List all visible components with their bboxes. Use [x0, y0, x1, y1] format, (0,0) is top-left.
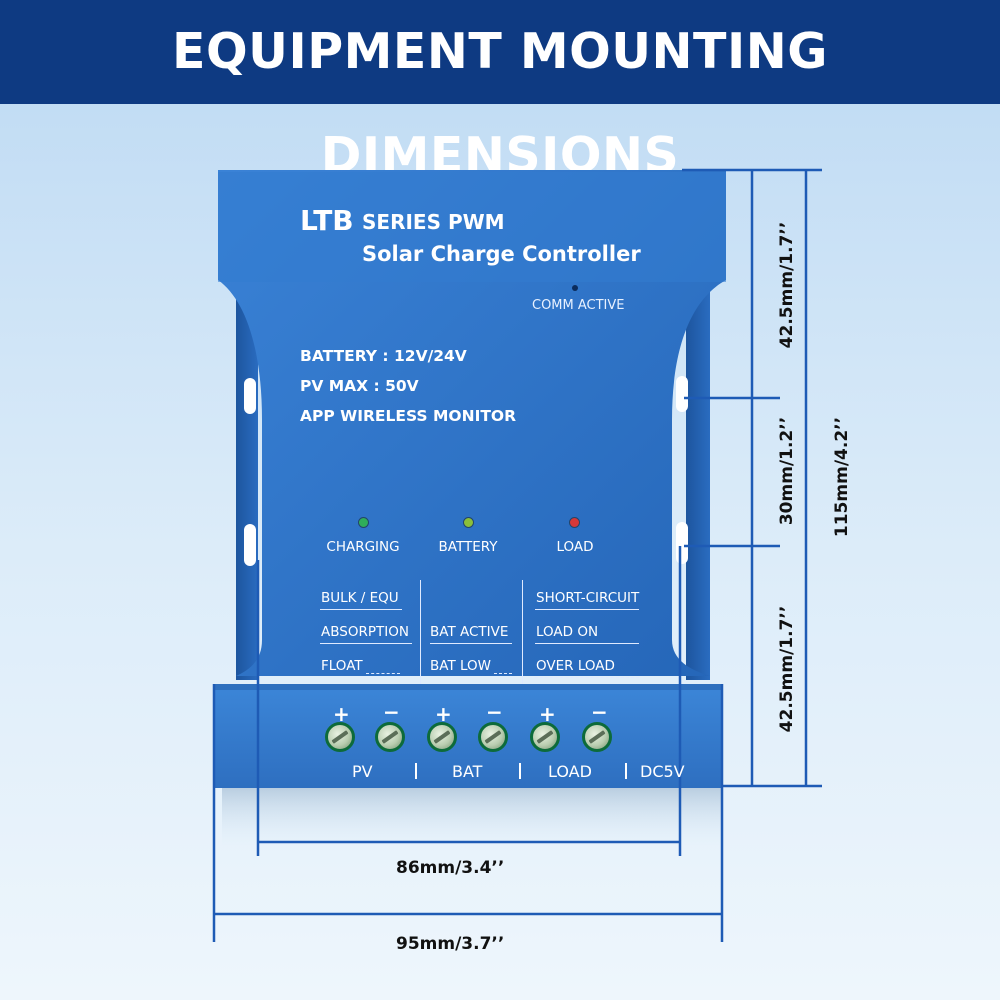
- title-banner: [0, 0, 1000, 104]
- slot-right-lower: [676, 522, 688, 564]
- status-bat-active: BAT ACTIVE: [430, 624, 509, 640]
- base-top-edge: [214, 684, 722, 690]
- dimension-width-inner: 86mm/3.4’’: [396, 858, 505, 878]
- terminal-sign-pv-minus: −: [383, 700, 400, 724]
- terminal-sign-bat-minus: −: [486, 700, 503, 724]
- status-over-load: OVER LOAD: [536, 658, 615, 674]
- status-divider-right: [522, 580, 523, 684]
- device-base: [214, 684, 722, 788]
- status-underline: [320, 643, 412, 644]
- indicator-label-charging: CHARGING: [326, 539, 400, 555]
- comm-dot: [572, 285, 578, 291]
- terminal-screw-load-minus: [582, 722, 612, 752]
- spec-pv-max: PV MAX : 50V: [300, 377, 419, 395]
- status-bulk-equ: BULK / EQU: [321, 590, 399, 606]
- terminal-sign-pv-plus: +: [333, 702, 350, 726]
- status-underline: [430, 643, 512, 644]
- status-underline: [320, 609, 402, 610]
- terminal-screw-pv-minus: [375, 722, 405, 752]
- status-load-on: LOAD ON: [536, 624, 599, 640]
- terminal-separator: [625, 763, 627, 779]
- status-short-circuit: SHORT-CIRCUIT: [536, 590, 640, 606]
- slot-left-upper: [244, 378, 256, 414]
- dimension-height-top: 42.5mm/1.7’’: [777, 221, 797, 349]
- brand-label: LTB: [300, 204, 354, 237]
- terminal-label-load: LOAD: [548, 762, 592, 781]
- status-absorption: ABSORPTION: [321, 624, 409, 640]
- terminal-sign-bat-plus: +: [435, 702, 452, 726]
- status-dashed-line: [366, 673, 400, 674]
- status-dashed-line: [494, 673, 512, 674]
- terminal-screw-bat-plus: [427, 722, 457, 752]
- terminal-label-bat: BAT: [452, 762, 483, 781]
- right-flange: [686, 290, 710, 680]
- dimension-width-outer: 95mm/3.7’’: [396, 934, 505, 954]
- comm-active-label: COMM ACTIVE: [532, 298, 625, 313]
- terminal-separator: [415, 763, 417, 779]
- led-charging: [358, 517, 369, 528]
- status-float: FLOAT: [321, 658, 363, 674]
- terminal-label-dc5v: DC5V: [640, 762, 685, 781]
- led-battery: [463, 517, 474, 528]
- dimension-height-bottom: 42.5mm/1.7’’: [777, 605, 797, 733]
- dimension-height-total: 115mm/4.2’’: [832, 416, 852, 538]
- terminal-screw-load-plus: [530, 722, 560, 752]
- spec-battery: BATTERY : 12V/24V: [300, 347, 467, 365]
- top-cover: [218, 170, 726, 676]
- status-bat-low: BAT LOW: [430, 658, 492, 674]
- spec-app-monitor: APP WIRELESS MONITOR: [300, 407, 517, 425]
- dimension-height-mid: 30mm/1.2’’: [777, 416, 797, 526]
- slot-left-lower: [244, 524, 256, 566]
- terminal-screw-bat-minus: [478, 722, 508, 752]
- terminal-sign-load-plus: +: [539, 702, 556, 726]
- left-flange: [236, 290, 258, 680]
- product-label: Solar Charge Controller: [362, 242, 641, 266]
- indicator-label-load: LOAD: [556, 539, 594, 555]
- indicator-label-battery: BATTERY: [438, 539, 498, 555]
- led-load: [569, 517, 580, 528]
- terminal-label-pv: PV: [352, 762, 373, 781]
- terminal-separator: [519, 763, 521, 779]
- slot-right-upper: [676, 376, 688, 412]
- terminal-screw-pv-plus: [325, 722, 355, 752]
- status-dashed-line: [535, 677, 639, 678]
- status-underline: [535, 643, 639, 644]
- status-divider-left: [420, 580, 421, 684]
- top-plate: [218, 172, 726, 282]
- terminal-sign-load-minus: −: [591, 700, 608, 724]
- status-underline: [535, 609, 639, 610]
- device-reflection: [222, 788, 722, 848]
- series-label: SERIES PWM: [362, 210, 505, 234]
- dimension-lines: [212, 168, 822, 942]
